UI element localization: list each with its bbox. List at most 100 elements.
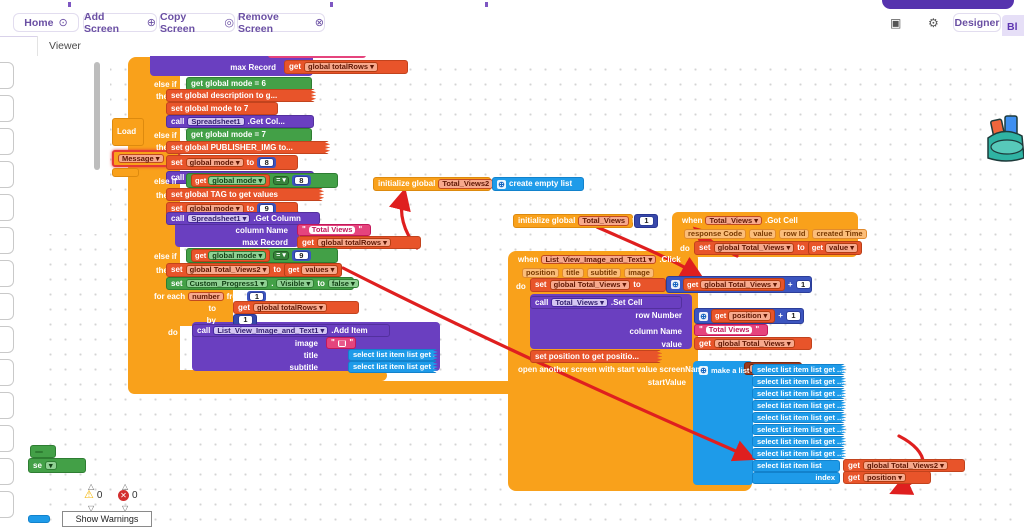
value-slot[interactable]: Total_Views (578, 216, 629, 226)
value-slot[interactable]: global Total_Views ▾ (549, 280, 631, 290)
palette-slot[interactable] (0, 194, 14, 221)
palette-slot[interactable] (0, 161, 14, 188)
value-slot[interactable]: Spreadsheet1 ▾ (187, 213, 251, 224)
param-pill[interactable]: value (749, 229, 777, 239)
value-slot[interactable]: Custom_Progress1 ▾ (185, 278, 269, 289)
value-slot[interactable]: global Total_Views ▾ (713, 243, 795, 253)
value-slot[interactable]: List_View_Image_and_Text1 ▾ (213, 325, 329, 336)
green-cut-block-1[interactable] (30, 445, 56, 458)
make-a-list-body[interactable] (693, 361, 753, 485)
message-block[interactable]: Message ▾ (112, 150, 180, 167)
mutator-gear-icon[interactable]: ⊕ (671, 280, 680, 289)
mutator-gear-icon[interactable]: ⊕ (699, 366, 708, 375)
text-image[interactable]: "▦" (326, 337, 356, 349)
value-slot[interactable]: = ▾ (273, 176, 289, 185)
value-slot[interactable]: = ▾ (273, 251, 289, 260)
text-block-sliver[interactable] (268, 56, 366, 58)
error-down-arrow[interactable]: ▽ (122, 504, 129, 513)
value-slot[interactable]: Message ▾ (118, 153, 164, 164)
value-slot[interactable]: Total_Views2 (438, 179, 494, 189)
palette-slot[interactable] (0, 128, 14, 155)
param-pill[interactable]: title (562, 268, 584, 278)
variable-slot[interactable]: position ▾ (728, 311, 772, 321)
value-slot[interactable]: Spreadsheet1 (187, 116, 245, 127)
variable-slot[interactable]: global Total_Views ▾ (700, 279, 781, 290)
value-slot[interactable] (35, 450, 43, 453)
value-slot[interactable]: global mode ▾ (185, 157, 244, 168)
palette-slot[interactable] (0, 293, 14, 320)
if-block-bottom-inner[interactable] (163, 370, 387, 381)
value-slot[interactable]: Total Views (308, 226, 356, 234)
value-slot[interactable]: List_View_Image_and_Text1 ▾ (541, 254, 657, 265)
number-block[interactable]: 1 (247, 290, 267, 303)
when-click-bottom[interactable] (508, 478, 752, 491)
param-pill[interactable]: image (624, 268, 654, 278)
value-slot[interactable]: 1 (795, 279, 811, 290)
select-item-4[interactable]: select list item list get ... (752, 400, 846, 411)
palette-slot[interactable] (0, 458, 14, 485)
remove-screen-button[interactable]: Remove Screen ⊗ (237, 11, 325, 35)
value-slot[interactable]: global Total_Views2 ▾ (185, 265, 271, 275)
value-slot[interactable]: Total_Views ▾ (551, 297, 608, 308)
add-screen-button[interactable]: Add Screen ⊕ (83, 11, 157, 35)
value-slot[interactable]: number (188, 291, 224, 302)
mutator-gear-icon[interactable]: ⊕ (699, 311, 708, 321)
number-value[interactable]: 8 (259, 157, 275, 168)
value-slot[interactable]: global Total_Views2 ▾ (863, 460, 948, 471)
warning-up-arrow[interactable]: △ (88, 482, 95, 491)
load-block[interactable]: Load (112, 118, 144, 146)
value-slot[interactable]: global totalRows ▾ (304, 62, 378, 72)
select-item-5[interactable]: select list item list get ... (752, 412, 846, 423)
palette-slot[interactable] (0, 425, 14, 452)
param-pill[interactable]: response Code (684, 229, 747, 239)
param-pill[interactable]: position (522, 268, 560, 278)
value-slot[interactable]: 1 (639, 216, 654, 226)
value-slot[interactable]: global totalRows ▾ (317, 237, 391, 248)
value-slot[interactable]: Visible ▾ (276, 278, 315, 289)
select-item-index-label[interactable]: index (752, 472, 840, 484)
select-subtitle[interactable]: select list item list get ... (348, 361, 438, 373)
set-global-description[interactable]: set global description to g... (166, 89, 316, 102)
error-up-arrow[interactable]: △ (122, 482, 129, 491)
value-slot[interactable]: false ▾ (327, 278, 359, 289)
palette-slot[interactable] (0, 359, 14, 386)
text-total-views-1[interactable]: "Total Views" (297, 224, 371, 236)
value-slot[interactable]: global totalRows ▾ (253, 302, 327, 313)
variable-slot[interactable]: values ▾ (301, 265, 339, 275)
set-position[interactable]: set position to get positio... (530, 350, 662, 363)
set-global-publisher-img[interactable]: set global PUBLISHER_IMG to... (166, 141, 330, 154)
param-pill[interactable]: subtitle (586, 268, 622, 278)
select-item-list-label[interactable]: select list item list (752, 460, 840, 472)
if-block-bottom-outer[interactable] (128, 381, 568, 394)
palette-slot[interactable] (0, 392, 14, 419)
error-counter[interactable]: ✕ 0 (118, 490, 138, 501)
number-block[interactable]: 8 (291, 174, 311, 187)
palette-slot[interactable] (0, 326, 14, 353)
copy-screen-button[interactable]: Copy Screen ◎ (159, 11, 235, 35)
select-title[interactable]: select list item list get ... (348, 349, 438, 361)
cond-mode-6[interactable]: get global mode = 6 (186, 77, 312, 91)
home-button[interactable]: Home ⊙ (13, 13, 79, 32)
blocks-tab[interactable]: Bl (1002, 15, 1024, 39)
